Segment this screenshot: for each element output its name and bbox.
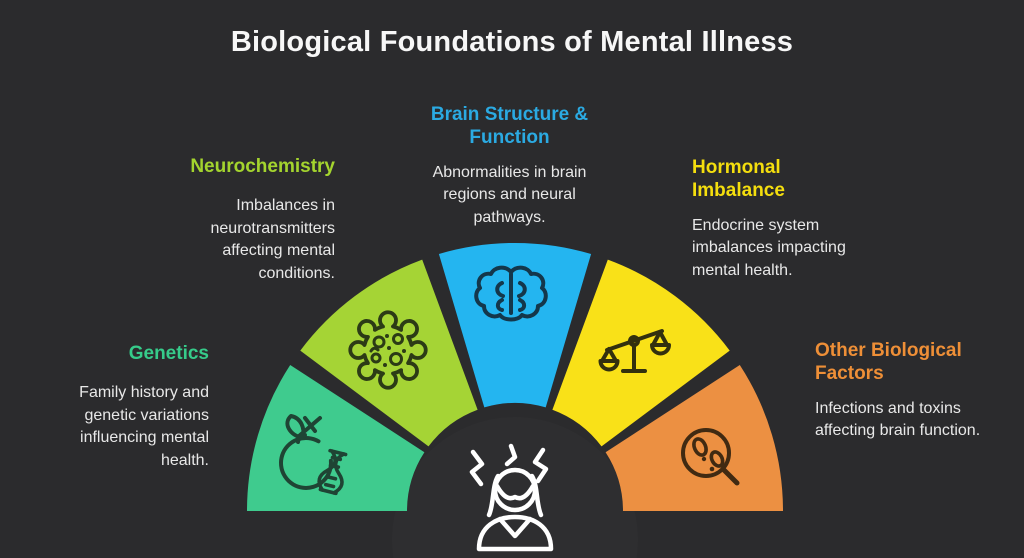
page-title: Biological Foundations of Mental Illness [230,26,794,58]
section-other-biological-factors: Other Biological Factors Infections and … [815,340,983,443]
microbe-magnifier-icon [681,428,740,486]
section-other-description: Infections and toxins affecting brain fu… [815,399,981,440]
section-hormonal-description: Endocrine system imbalances impacting me… [692,216,846,280]
wedge-neurochemistry [300,259,478,447]
person-hair [486,473,544,518]
section-genetics-title: Genetics [128,343,209,364]
apple-dna-icon [279,414,348,496]
person-fringe [494,483,536,501]
stress-bolt-left [469,449,485,487]
section-hormonal-title: Hormonal Imbalance [692,157,785,201]
section-neurochemistry-title: Neurochemistry [190,156,335,177]
section-other-title: Other Biological Factors [815,340,962,384]
center-dome [392,417,638,558]
section-neurochemistry: Neurochemistry Imbalances in neurotransm… [180,156,335,286]
wedge-hormonal-imbalance [552,259,730,447]
stress-bolt-middle [504,443,518,467]
section-genetics: Genetics Family history and genetic vari… [39,343,209,473]
person-shoulders [476,514,554,552]
wedges [246,242,783,511]
brain-icon [474,265,548,322]
wedge-genetics [246,365,425,511]
section-brain-description: Abnormalities in brain regions and neura… [432,163,587,227]
cluster-dots [383,334,406,367]
section-hormonal-imbalance: Hormonal Imbalance Endocrine system imba… [692,157,857,283]
stress-bolt-right [532,447,549,484]
person-collar [497,516,533,539]
stressed-person-icon [469,443,554,552]
section-brain-title: Brain Structure & Function [430,104,589,148]
wedge-other-biological-factors [605,365,783,511]
section-neurochemistry-description: Imbalances in neurotransmitters affectin… [210,196,336,282]
balance-scale-icon [598,329,671,373]
microbe-dots [701,456,715,472]
section-genetics-description: Family history and genetic variations in… [79,383,209,469]
neuron-cluster-icon [348,310,428,390]
section-brain-structure-function: Brain Structure & Function Abnormalities… [412,104,607,230]
